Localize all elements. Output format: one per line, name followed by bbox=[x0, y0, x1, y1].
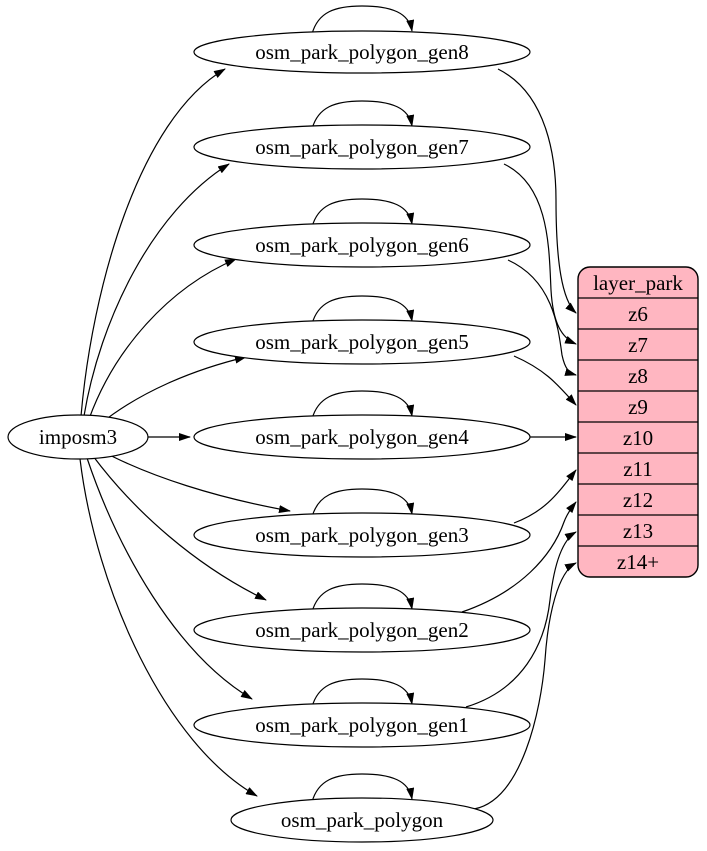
self-loop-gen4 bbox=[311, 390, 415, 420]
gen3-label: osm_park_polygon_gen3 bbox=[255, 523, 468, 547]
gen8-label: osm_park_polygon_gen8 bbox=[255, 40, 468, 64]
layer-park-row-z14: z14+ bbox=[617, 550, 659, 574]
layer-park-row-z10: z10 bbox=[623, 426, 653, 450]
gen6-ellipse bbox=[193, 222, 531, 268]
gen5-label: osm_park_polygon_gen5 bbox=[255, 330, 468, 354]
node-osm-park-polygon-gen6: osm_park_polygon_gen6 bbox=[193, 222, 531, 268]
edge-gen8-z6 bbox=[497, 68, 577, 314]
imposm3-ellipse bbox=[7, 414, 149, 460]
node-osm-park-polygon-gen4: osm_park_polygon_gen4 bbox=[193, 414, 531, 460]
edge-gen6-z8 bbox=[507, 259, 577, 376]
layer-park-row-z9: z9 bbox=[628, 395, 648, 419]
layer-park-header: layer_park bbox=[593, 271, 683, 295]
self-loop-gen3 bbox=[311, 488, 415, 518]
layer-park-row-z12: z12 bbox=[623, 488, 653, 512]
node-osm-park-polygon-gen2: osm_park_polygon_gen2 bbox=[193, 607, 531, 653]
self-loop-gen8 bbox=[311, 5, 415, 35]
polygon-ellipse bbox=[230, 797, 494, 843]
gen6-label: osm_park_polygon_gen6 bbox=[255, 233, 468, 257]
node-osm-park-polygon: osm_park_polygon bbox=[230, 797, 494, 843]
polygon-label: osm_park_polygon bbox=[281, 808, 444, 832]
edge-gen5-z9 bbox=[513, 355, 577, 406]
gen1-ellipse bbox=[193, 702, 531, 748]
gen5-ellipse bbox=[193, 319, 531, 365]
self-loop-gen1 bbox=[311, 678, 415, 708]
self-loop-gen7 bbox=[311, 100, 415, 130]
edge-gen2-z12 bbox=[461, 501, 577, 613]
node-osm-park-polygon-gen3: osm_park_polygon_gen3 bbox=[193, 512, 531, 558]
self-loop-gen2 bbox=[311, 583, 415, 613]
edge-imposm3-gen3 bbox=[99, 449, 291, 513]
gen7-ellipse bbox=[193, 124, 531, 170]
layer-park-row-z6: z6 bbox=[628, 302, 648, 326]
gen1-label: osm_park_polygon_gen1 bbox=[255, 713, 468, 737]
edge-imposm3-gen2 bbox=[92, 455, 267, 601]
edges-layer bbox=[79, 5, 577, 810]
gen2-label: osm_park_polygon_gen2 bbox=[255, 618, 468, 642]
edge-imposm3-gen7 bbox=[83, 163, 230, 417]
layer-park-row-z7: z7 bbox=[628, 333, 648, 357]
edge-gen1-z13 bbox=[465, 531, 577, 708]
gen7-label: osm_park_polygon_gen7 bbox=[255, 135, 468, 159]
imposm3-label: imposm3 bbox=[39, 425, 117, 449]
node-osm-park-polygon-gen8: osm_park_polygon_gen8 bbox=[193, 30, 531, 74]
self-loop-gen6 bbox=[311, 198, 415, 228]
edge-imposm3-gen5 bbox=[99, 355, 247, 425]
node-imposm3: imposm3 bbox=[7, 414, 149, 460]
edge-polygon-z14 bbox=[473, 562, 577, 810]
gen3-ellipse bbox=[193, 512, 531, 558]
node-osm-park-polygon-gen1: osm_park_polygon_gen1 bbox=[193, 702, 531, 748]
layer-park-table: layer_park z6 z7 z8 z9 z10 z11 z12 z13 z… bbox=[577, 266, 699, 578]
node-osm-park-polygon-gen5: osm_park_polygon_gen5 bbox=[193, 319, 531, 365]
edge-imposm3-gen6 bbox=[88, 258, 237, 420]
node-osm-park-polygon-gen7: osm_park_polygon_gen7 bbox=[193, 124, 531, 170]
layer-park-row-z11: z11 bbox=[623, 457, 653, 481]
layer-park-row-z8: z8 bbox=[628, 364, 648, 388]
self-loop-gen5 bbox=[311, 295, 415, 325]
gen8-ellipse bbox=[193, 30, 531, 74]
self-loop-polygon bbox=[311, 773, 415, 803]
edge-imposm3-gen1 bbox=[86, 457, 253, 700]
edge-gen7-z7 bbox=[503, 163, 577, 345]
gen4-ellipse bbox=[193, 414, 531, 460]
edge-imposm3-gen8 bbox=[80, 68, 226, 417]
edge-gen3-z11 bbox=[513, 469, 577, 524]
gen2-ellipse bbox=[193, 607, 531, 653]
edge-imposm3-polygon bbox=[79, 458, 258, 797]
layer-park-row-z13: z13 bbox=[623, 519, 653, 543]
gen4-label: osm_park_polygon_gen4 bbox=[255, 425, 469, 449]
